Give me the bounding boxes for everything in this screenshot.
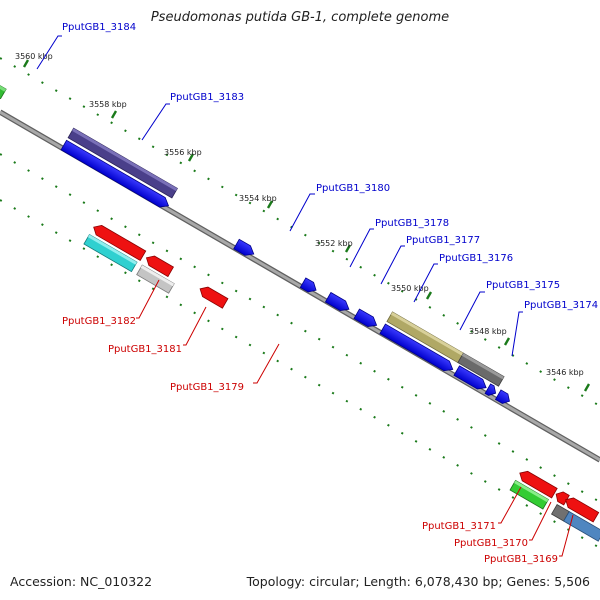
feature-bar-3182-cog-top: [87, 234, 138, 265]
cds-arrow-3178[interactable]: [299, 277, 318, 295]
forward-cog-features: [0, 62, 505, 387]
tick-mark-3550: [425, 291, 433, 300]
gene-label-forward[interactable]: PputGB1_3177: [406, 235, 480, 246]
gene-label-forward[interactable]: PputGB1_3180: [316, 183, 390, 194]
cds-arrow-3175[interactable]: [379, 323, 456, 374]
tick-mark-3560: [22, 59, 30, 68]
reverse-cds-features: [91, 222, 600, 523]
leader-3177: [380, 245, 405, 285]
outer-tick-track: [0, 57, 600, 407]
forward-gene-labels: PputGB1_3184 PputGB1_3183 PputGB1_3180 P…: [62, 22, 598, 311]
leader-3175: [459, 291, 485, 331]
gene-label-reverse[interactable]: PputGB1_3181: [108, 344, 182, 355]
feature-bar-3184-cog[interactable]: [0, 62, 7, 100]
forward-label-leaders: [36, 35, 523, 357]
cds-arrow-small-2[interactable]: [494, 389, 512, 406]
cds-arrow-3182[interactable]: [91, 222, 147, 262]
tick-label: 3548 kbp: [469, 327, 507, 336]
gene-label-forward[interactable]: PputGB1_3176: [439, 253, 513, 264]
gene-label-reverse[interactable]: PputGB1_3182: [62, 316, 136, 327]
feature-bar-3175-cog-top: [390, 311, 464, 356]
tick-mark-3548: [503, 337, 511, 346]
map-title: Pseudomonas putida GB-1, complete genome: [150, 10, 450, 25]
gene-label-forward[interactable]: PputGB1_3184: [62, 22, 136, 33]
topology-summary: Topology: circular; Length: 6,078,430 bp…: [246, 574, 590, 589]
inner-tick-track-1: [0, 153, 600, 503]
leader-3176: [413, 263, 438, 303]
tick-mark-3558: [110, 110, 118, 119]
feature-bar-3184-cog-top: [0, 63, 7, 92]
tick-mark-3554: [266, 200, 274, 209]
leader-3184: [36, 35, 62, 70]
forward-cds-features: [60, 139, 512, 406]
tick-label: 3558 kbp: [89, 100, 127, 109]
leader-3181: [183, 306, 207, 346]
cds-arrow-3180[interactable]: [233, 238, 257, 259]
tick-mark-3546: [583, 383, 591, 392]
leader-3169: [559, 514, 574, 557]
tick-label: 3560 kbp: [15, 52, 53, 61]
cds-arrow-3174[interactable]: [453, 365, 489, 393]
gene-label-reverse[interactable]: PputGB1_3179: [170, 382, 244, 393]
reverse-label-leaders: [136, 279, 574, 557]
cds-arrow-3169[interactable]: [563, 495, 600, 523]
feature-bar-3169-cog[interactable]: [563, 511, 600, 542]
tick-label: 3554 kbp: [239, 194, 277, 203]
gene-label-forward[interactable]: PputGB1_3174: [524, 300, 598, 311]
tick-label: 3550 kbp: [391, 284, 429, 293]
gene-label-reverse[interactable]: PputGB1_3170: [454, 538, 528, 549]
cds-arrow-3170a[interactable]: [553, 489, 570, 506]
cds-arrow-3183[interactable]: [60, 139, 171, 210]
cds-arrow-3171[interactable]: [517, 468, 558, 499]
cds-arrow-3176[interactable]: [353, 308, 379, 330]
tick-mark-3556: [187, 153, 195, 162]
leader-3170: [529, 501, 552, 541]
reverse-cog-features: [83, 233, 600, 542]
leader-3171: [498, 486, 522, 524]
leader-3180: [289, 193, 315, 232]
feature-bar-3174-cog-top: [461, 353, 505, 380]
tick-mark-3552: [344, 244, 352, 253]
tick-tracks: [0, 57, 600, 549]
tick-label: 3546 kbp: [546, 368, 584, 377]
leader-3183: [141, 103, 170, 141]
leader-3179: [253, 343, 280, 384]
cds-arrow-3179[interactable]: [197, 284, 229, 309]
tick-label: 3556 kbp: [164, 148, 202, 157]
gene-label-forward[interactable]: PputGB1_3175: [486, 280, 560, 291]
leader-3174: [511, 311, 523, 357]
leader-3178: [349, 228, 374, 268]
gene-label-reverse[interactable]: PputGB1_3171: [422, 521, 496, 532]
tick-marks: [22, 59, 591, 392]
tick-labels: 3560 kbp 3558 kbp 3556 kbp 3554 kbp 3552…: [15, 52, 584, 377]
cds-arrow-3177[interactable]: [324, 291, 351, 314]
gene-label-forward[interactable]: PputGB1_3183: [170, 92, 244, 103]
cds-arrow-small-1[interactable]: [484, 383, 498, 398]
feature-bar-3181-cog-top: [140, 265, 175, 287]
leader-3182: [136, 279, 160, 319]
feature-bar-3171-cog-top: [514, 480, 549, 503]
gene-label-reverse[interactable]: PputGB1_3169: [484, 554, 558, 565]
cds-arrow-3181[interactable]: [144, 253, 174, 278]
gene-label-forward[interactable]: PputGB1_3178: [375, 218, 449, 229]
tick-label: 3552 kbp: [315, 239, 353, 248]
reverse-gene-labels: PputGB1_3182 PputGB1_3181 PputGB1_3179 P…: [62, 316, 558, 565]
accession-label: Accession: NC_010322: [10, 574, 153, 589]
feature-bar-3183-cog-top: [72, 128, 178, 192]
